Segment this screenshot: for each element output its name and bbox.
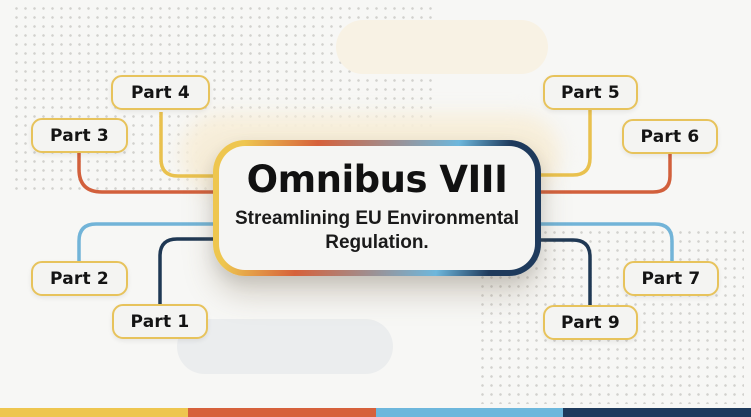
- footer-color-bar: [0, 408, 751, 417]
- footer-segment-navy: [563, 408, 751, 417]
- node-part-7: Part 7: [623, 261, 719, 296]
- central-node-body: Omnibus VIII Streamlining EU Environment…: [219, 146, 535, 270]
- cream-pill-blob: [336, 20, 548, 74]
- node-part-3: Part 3: [31, 118, 128, 153]
- node-part-5: Part 5: [543, 75, 638, 110]
- connector-part6-line: [534, 151, 672, 194]
- node-part-5-label: Part 5: [561, 82, 620, 103]
- node-part-9: Part 9: [543, 305, 638, 340]
- connector-part9-line: [534, 238, 592, 309]
- node-part-7-label: Part 7: [641, 268, 701, 289]
- connector-part4-line: [159, 112, 220, 178]
- node-part-1: Part 1: [112, 304, 208, 339]
- node-part-4-label: Part 4: [131, 82, 190, 103]
- central-title: Omnibus VIII: [246, 158, 508, 202]
- node-part-6-label: Part 6: [640, 126, 700, 147]
- connector-part5-line: [534, 110, 592, 177]
- connector-part2-line: [77, 222, 220, 265]
- footer-segment-yellow: [0, 408, 188, 417]
- central-subtitle: Streamlining EU Environmental Regulation…: [235, 207, 519, 253]
- node-part-2: Part 2: [31, 261, 128, 296]
- gray-pill-blob: [177, 319, 393, 374]
- node-part-1-label: Part 1: [130, 311, 190, 332]
- footer-segment-lightblue: [375, 408, 564, 417]
- node-part-9-label: Part 9: [561, 312, 620, 333]
- connector-part3-line: [77, 150, 220, 194]
- connector-part1-line: [158, 237, 220, 308]
- node-part-4: Part 4: [111, 75, 210, 110]
- connector-part7-line: [534, 222, 674, 265]
- footer-segment-orange: [187, 408, 376, 417]
- node-part-6: Part 6: [622, 119, 718, 154]
- node-part-3-label: Part 3: [50, 125, 109, 146]
- central-node: Omnibus VIII Streamlining EU Environment…: [213, 140, 541, 276]
- node-part-2-label: Part 2: [50, 268, 109, 289]
